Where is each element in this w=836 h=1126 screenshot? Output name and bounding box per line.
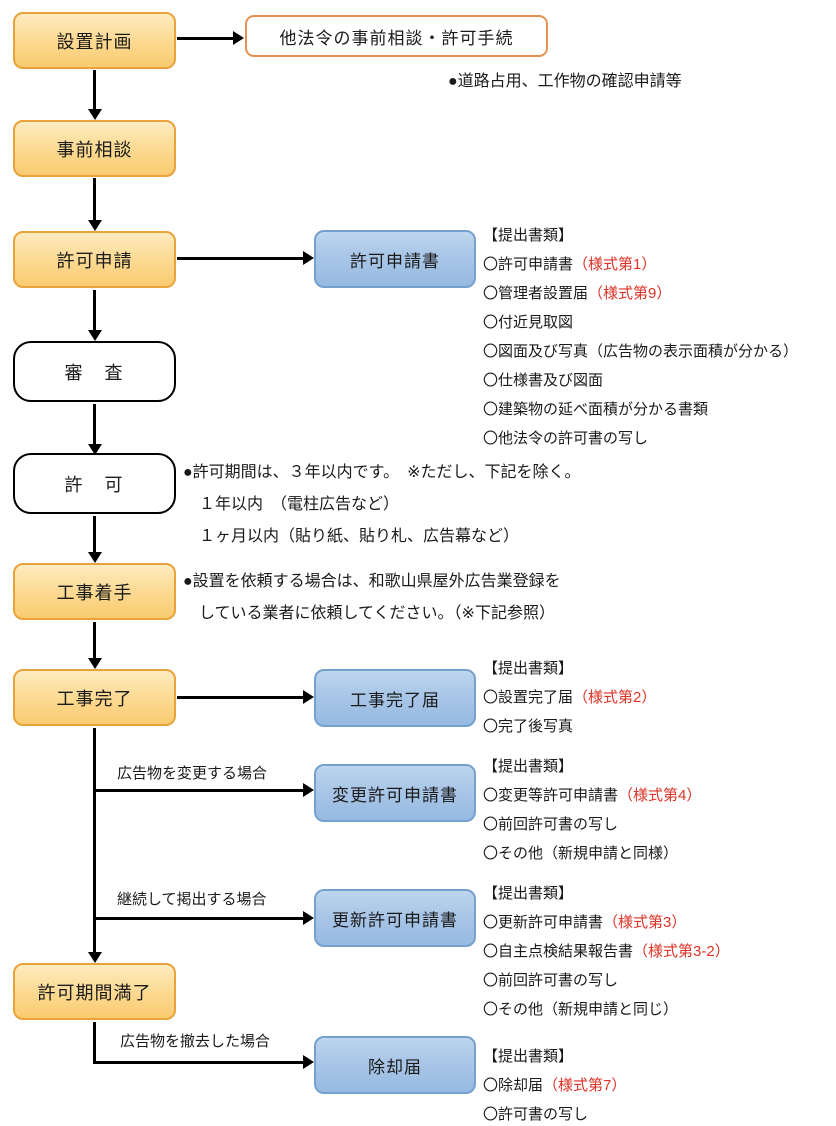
arrow-review-to-permit-head [88, 444, 102, 455]
arrow-review-to-permit-line [93, 404, 96, 444]
doc-item: 〇設置完了届（様式第2） [483, 689, 657, 706]
branch-label-change: 広告物を変更する場合 [117, 765, 268, 782]
arrow-branch-remove-head [303, 1055, 314, 1069]
doc-list-renewal: 【提出書類】 〇更新許可申請書（様式第3） 〇自主点検結果報告書（様式第3-2） 〇… [483, 879, 730, 1024]
doc-item: 〇自主点検結果報告書（様式第3-2） [483, 943, 730, 960]
arrow-apply-to-form-head [303, 251, 314, 265]
note-permit-period-line3: １ヶ月以内（貼り紙、貼り札、広告幕など） [199, 528, 520, 545]
doc-list-completion: 【提出書類】 〇設置完了届（様式第2） 〇完了後写真 [483, 654, 656, 741]
doc-list-header: 【提出書類】 [483, 885, 574, 902]
arrow-done-to-expire-line [93, 728, 96, 952]
node-permit-application: 許可申請 [13, 231, 176, 288]
arrow-permit-to-start-line [93, 516, 96, 553]
doc-list-header: 【提出書類】 [483, 1048, 574, 1065]
node-review: 審 査 [13, 341, 176, 402]
doc-item: 〇建築物の延べ面積が分かる書類 [483, 401, 709, 418]
arrow-expire-elbow-line [93, 1022, 96, 1064]
doc-item: 〇許可申請書（様式第1） [483, 256, 657, 273]
node-construction-start: 工事着手 [13, 563, 176, 620]
note-registered-contractor-line2: している業者に依頼してください。（※下記参照） [199, 605, 555, 622]
doc-list-application: 【提出書類】 〇許可申請書（様式第1） 〇管理者設置届（様式第9） 〇付近見取図〇図… [483, 221, 798, 453]
branch-label-remove: 広告物を撤去した場合 [120, 1033, 271, 1050]
node-prior-consultation: 事前相談 [13, 120, 176, 177]
box-completion-report: 工事完了届 [314, 669, 476, 727]
arrow-start-to-done-head [88, 658, 102, 669]
doc-item: 〇前回許可書の写し [483, 816, 619, 833]
doc-item: 〇許可書の写し [483, 1106, 589, 1123]
note-registered-contractor: ●設置を依頼する場合は、和歌山県屋外広告業登録を している業者に依頼してください… [183, 566, 561, 630]
arrow-branch-remove-line [94, 1061, 304, 1064]
arrow-consult-to-apply-head [88, 220, 102, 231]
box-permit-application-form: 許可申請書 [314, 230, 476, 288]
note-permit-period: ●許可期間は、３年以内です。 ※ただし、下記を除く。 １年以内 （電柱広告など）… [183, 457, 580, 553]
doc-item: 〇完了後写真 [483, 718, 574, 735]
box-renewal-application-form: 更新許可申請書 [314, 889, 476, 947]
arrow-plan-to-otherlaws-line [177, 37, 234, 40]
arrow-plan-to-consult-head [88, 109, 102, 120]
doc-item: 〇他法令の許可書の写し [483, 430, 649, 447]
doc-list-removal: 【提出書類】 〇除却届（様式第7） 〇許可書の写し [483, 1042, 626, 1126]
arrow-permit-to-start-head [88, 552, 102, 563]
doc-item: 〇その他（新規申請と同じ） [483, 1001, 679, 1018]
arrow-apply-to-form-line [177, 257, 304, 260]
doc-list-header: 【提出書類】 [483, 758, 574, 775]
box-other-law-procedures: 他法令の事前相談・許可手続 [245, 15, 548, 57]
arrow-branch-change-line [94, 789, 304, 792]
doc-item: 〇変更等許可申請書（様式第4） [483, 787, 702, 804]
doc-list-header: 【提出書類】 [483, 660, 574, 677]
arrow-consult-to-apply-line [93, 178, 96, 220]
arrow-done-to-expire-head [88, 952, 102, 963]
doc-item: 〇更新許可申請書（様式第3） [483, 914, 687, 931]
arrow-branch-renew-head [303, 911, 314, 925]
box-removal-report: 除却届 [314, 1036, 476, 1094]
note-other-laws: ●道路占用、工作物の確認申請等 [448, 73, 682, 90]
doc-item: 〇仕様書及び図面 [483, 372, 604, 389]
doc-item: 〇除却届（様式第7） [483, 1077, 627, 1094]
arrow-plan-to-consult-line [93, 70, 96, 109]
doc-list-change: 【提出書類】 〇変更等許可申請書（様式第4） 〇前回許可書の写し〇その他（新規申請… [483, 752, 701, 868]
doc-list-header: 【提出書類】 [483, 227, 574, 244]
arrow-branch-renew-line [94, 917, 304, 920]
box-change-application-form: 変更許可申請書 [314, 764, 476, 822]
arrow-done-to-report-head [303, 690, 314, 704]
doc-item: 〇その他（新規申請と同様） [483, 845, 679, 862]
doc-item: 〇管理者設置届（様式第9） [483, 285, 672, 302]
arrow-apply-to-review-head [88, 330, 102, 341]
arrow-branch-change-head [303, 783, 314, 797]
note-permit-period-line2: １年以内 （電柱広告など） [199, 496, 400, 513]
branch-label-renew: 継続して掲出する場合 [117, 891, 267, 908]
arrow-done-to-report-line [177, 696, 304, 699]
note-registered-contractor-line1: ●設置を依頼する場合は、和歌山県屋外広告業登録を [183, 573, 561, 590]
arrow-plan-to-otherlaws-head [233, 31, 244, 45]
doc-item: 〇付近見取図 [483, 314, 574, 331]
node-installation-plan: 設置計画 [13, 12, 176, 69]
arrow-apply-to-review-line [93, 290, 96, 330]
node-permit: 許 可 [13, 453, 176, 514]
arrow-start-to-done-line [93, 622, 96, 658]
node-construction-complete: 工事完了 [13, 669, 176, 726]
doc-item: 〇前回許可書の写し [483, 972, 619, 989]
doc-item: 〇図面及び写真（広告物の表示面積が分かる） [483, 343, 799, 360]
node-permit-expiration: 許可期間満了 [13, 963, 176, 1020]
note-permit-period-line1: ●許可期間は、３年以内です。 ※ただし、下記を除く。 [183, 464, 581, 481]
